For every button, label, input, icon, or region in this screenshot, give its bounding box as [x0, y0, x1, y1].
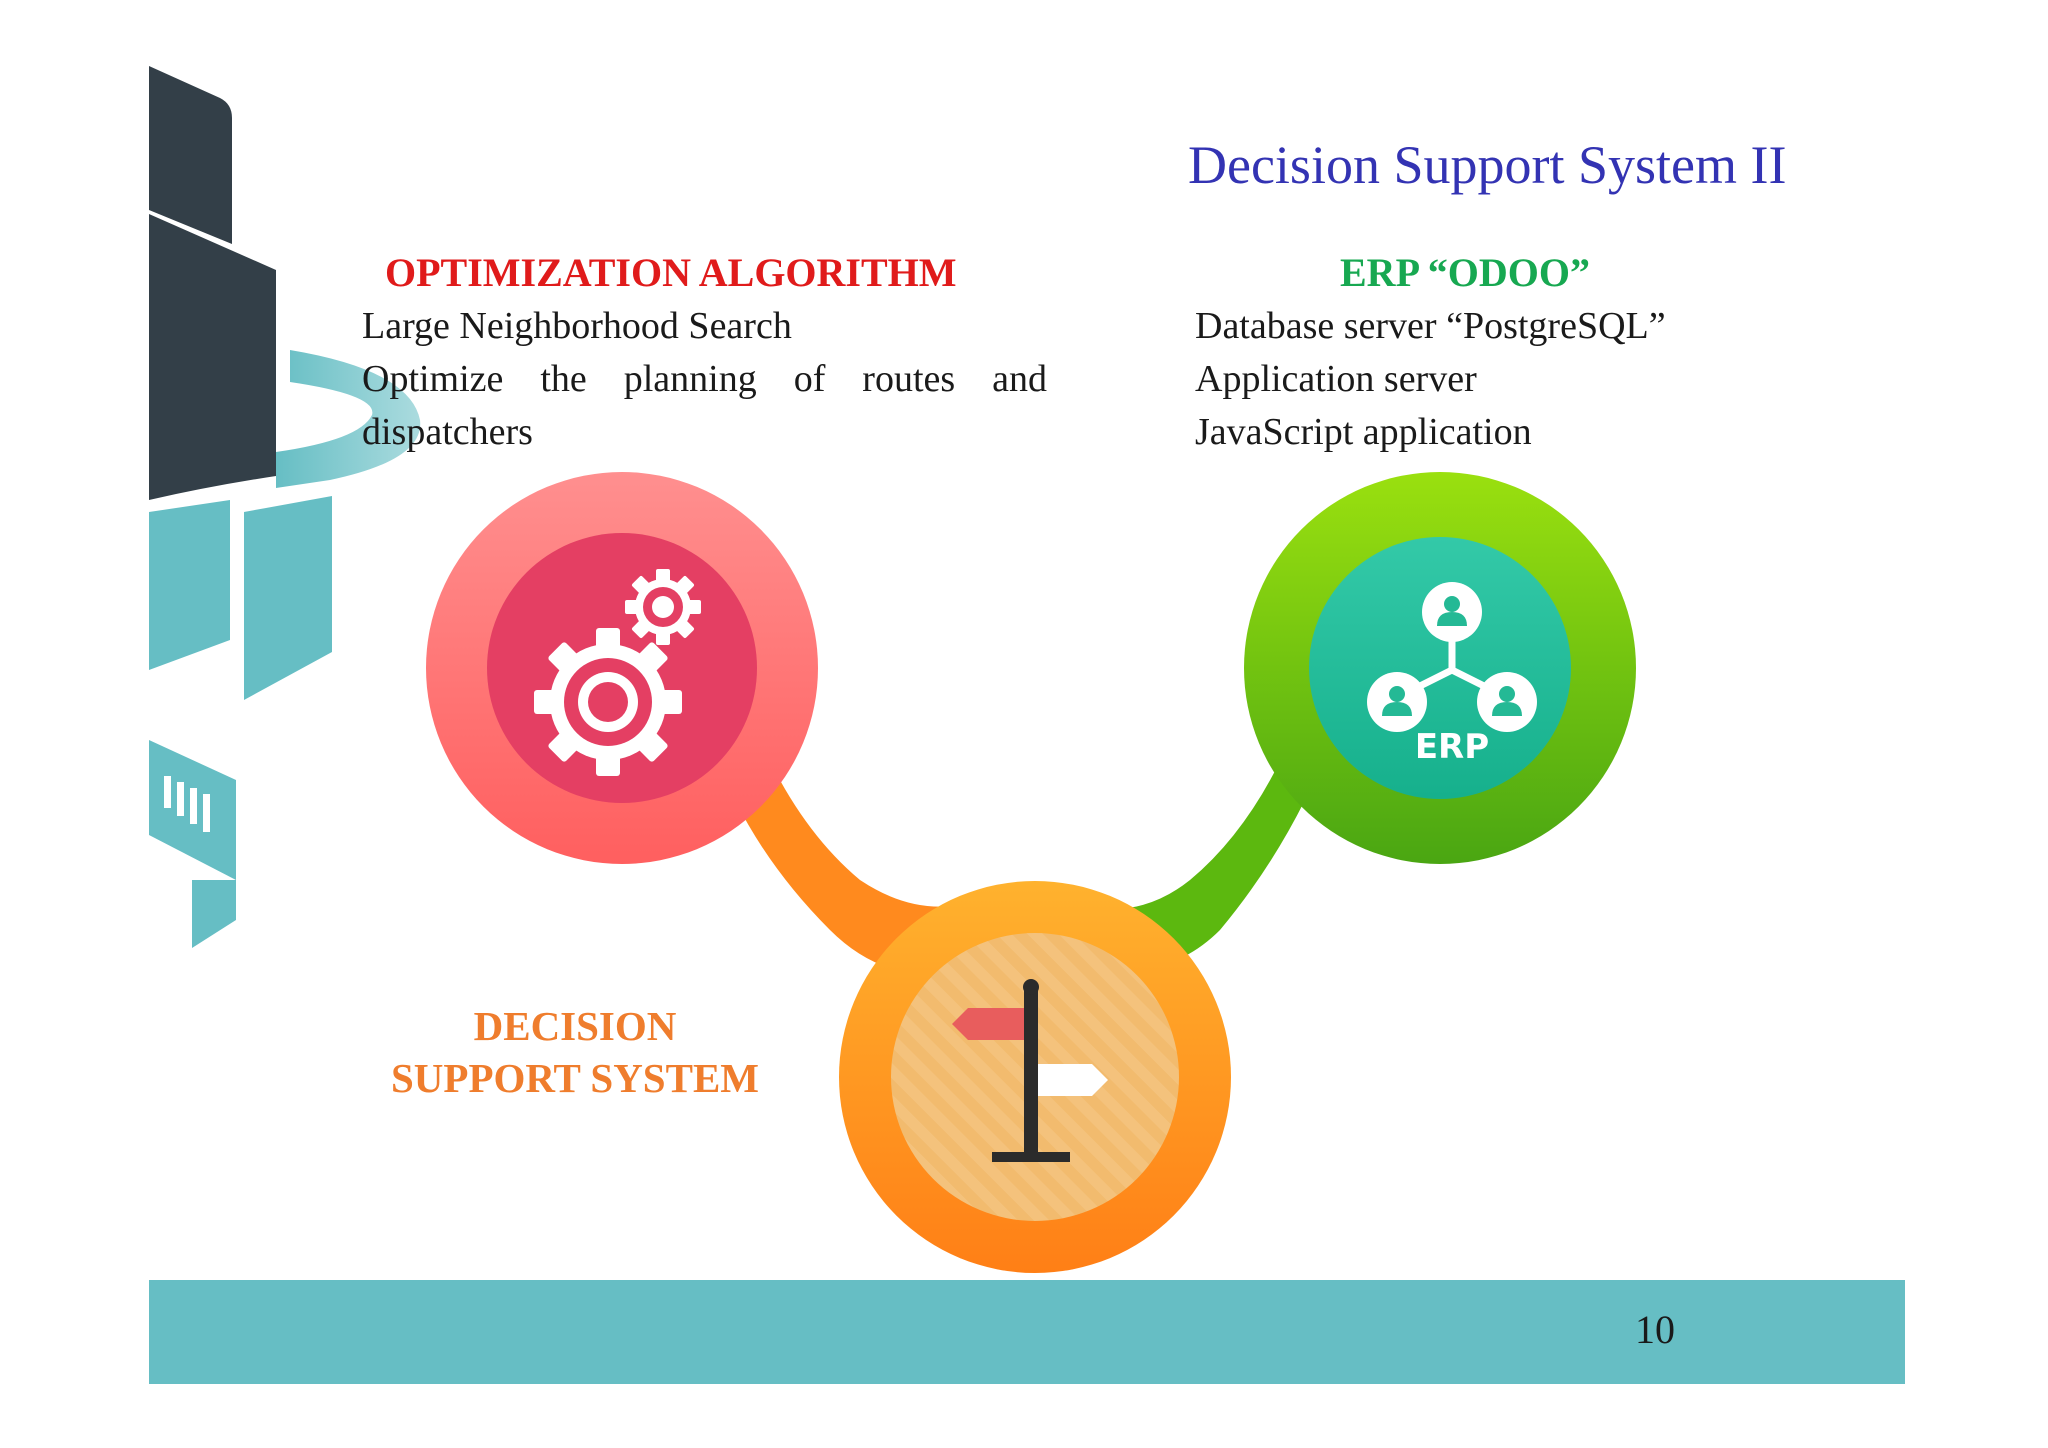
page-number: 10	[1635, 1307, 1675, 1352]
gears-icon	[534, 569, 701, 776]
erp-line-2: Application server	[1195, 358, 1477, 400]
erp-circle	[1244, 472, 1636, 864]
erp-icon-label: ERP	[1415, 727, 1489, 767]
signpost-icon	[952, 979, 1108, 1162]
optimization-line-1: Large Neighborhood Search	[362, 305, 792, 347]
dss-label-line-1: DECISION	[473, 1003, 677, 1049]
erp-heading: ERP “ODOO”	[1340, 250, 1591, 295]
left-banner-decoration	[149, 66, 421, 948]
footer-bar	[149, 1280, 1905, 1384]
erp-description: Database server “PostgreSQL” Application…	[1195, 300, 1795, 459]
dss-label: DECISION SUPPORT SYSTEM	[360, 1000, 790, 1104]
dss-label-line-2: SUPPORT SYSTEM	[390, 1055, 760, 1101]
optimization-line-2: Optimize the planning of routes and disp…	[362, 358, 1047, 453]
erp-line-1: Database server “PostgreSQL”	[1195, 305, 1666, 347]
erp-network-icon: ERP	[1367, 582, 1537, 767]
slide-title: Decision Support System II	[1188, 135, 1787, 195]
erp-line-3: JavaScript application	[1195, 411, 1532, 453]
optimization-heading: OPTIMIZATION ALGORITHM	[385, 250, 957, 295]
optimization-description: Large Neighborhood Search Optimize the p…	[362, 300, 1047, 459]
